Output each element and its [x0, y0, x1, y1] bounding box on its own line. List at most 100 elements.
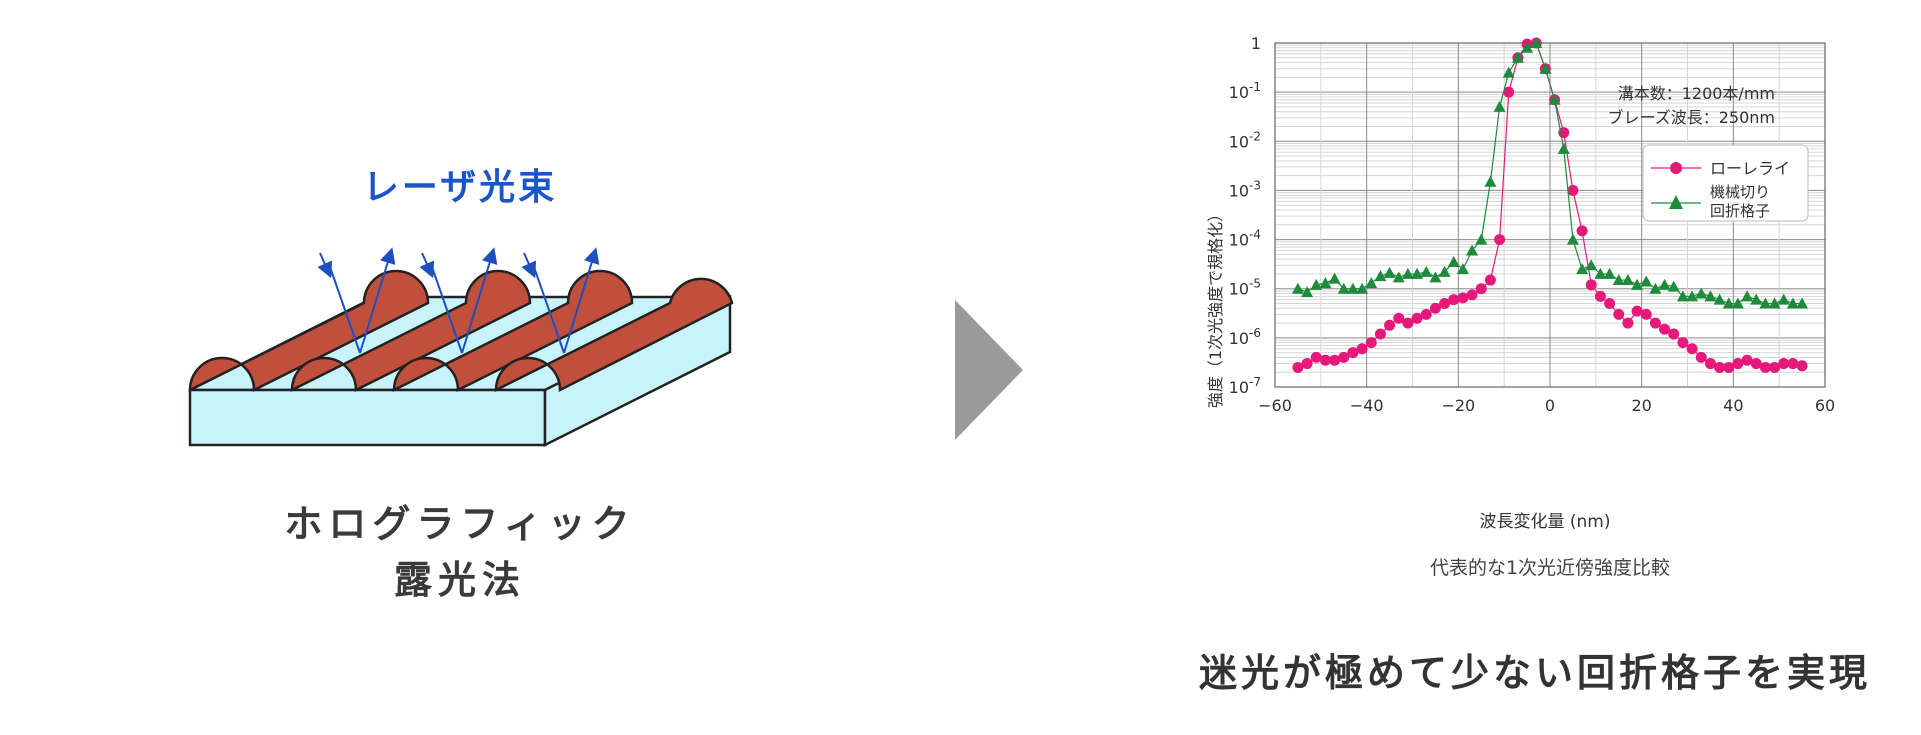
x-tick-label: 40: [1723, 396, 1743, 415]
data-point-rayleigh: [1402, 317, 1414, 329]
data-point-mechanical: [1750, 293, 1763, 305]
data-point-mechanical: [1786, 297, 1799, 309]
y-tick-label: 10-1: [1229, 80, 1261, 102]
data-point-mechanical: [1337, 282, 1350, 294]
tagline: 迷光が極めて少ない回折格子を実現: [1198, 651, 1871, 695]
data-point-mechanical: [1420, 265, 1433, 277]
x-tick-label: 60: [1815, 396, 1835, 415]
data-point-rayleigh: [1585, 279, 1597, 291]
laser-beam-label: レーザ光束: [362, 167, 558, 208]
data-point-rayleigh: [1503, 86, 1515, 98]
data-point-mechanical: [1603, 267, 1616, 279]
data-point-mechanical: [1456, 263, 1469, 275]
method-label-line1: ホログラフィック: [284, 502, 636, 546]
data-point-mechanical: [1768, 297, 1781, 309]
data-point-rayleigh: [1384, 319, 1396, 331]
data-point-rayleigh: [1704, 358, 1716, 370]
data-point-rayleigh: [1429, 302, 1441, 314]
chart-caption: 代表的な1次光近傍強度比較: [1429, 557, 1671, 579]
data-point-rayleigh: [1787, 358, 1799, 370]
data-point-mechanical: [1759, 297, 1772, 309]
data-point-rayleigh: [1448, 294, 1460, 306]
data-point-mechanical: [1429, 271, 1442, 283]
data-point-mechanical: [1356, 282, 1369, 294]
data-point-rayleigh: [1319, 354, 1331, 366]
grating-diagram: [188, 247, 734, 448]
y-tick-label: 1: [1251, 34, 1261, 53]
data-point-mechanical: [1328, 272, 1341, 284]
grating-ridge-3: [392, 269, 634, 393]
data-point-rayleigh: [1356, 343, 1368, 355]
data-point-rayleigh: [1329, 354, 1341, 366]
data-point-mechanical: [1447, 255, 1460, 267]
data-point-mechanical: [1585, 259, 1598, 271]
data-point-rayleigh: [1695, 351, 1707, 363]
data-point-rayleigh: [1576, 225, 1588, 237]
data-point-mechanical: [1796, 297, 1809, 309]
x-tick-label: −20: [1441, 396, 1475, 415]
legend-label-mechanical: 機械切り回折格子: [1710, 183, 1770, 220]
data-point-mechanical: [1392, 271, 1405, 283]
data-point-rayleigh: [1347, 347, 1359, 359]
data-point-rayleigh: [1393, 312, 1405, 324]
data-point-rayleigh: [1484, 274, 1496, 286]
data-point-mechanical: [1731, 297, 1744, 309]
data-point-rayleigh: [1723, 361, 1735, 373]
data-point-mechanical: [1401, 267, 1414, 279]
y-axis-label: 強度（1次光強度で規格化）: [1206, 206, 1225, 408]
data-point-rayleigh: [1659, 323, 1671, 335]
data-point-mechanical: [1493, 100, 1506, 112]
data-point-mechanical: [1686, 290, 1699, 302]
data-point-rayleigh: [1604, 298, 1616, 310]
grating-ridge-2: [290, 269, 532, 393]
data-point-mechanical: [1301, 286, 1314, 298]
legend-label-rayleigh: ローレライ: [1710, 159, 1790, 178]
data-point-mechanical: [1704, 290, 1717, 302]
x-tick-label: −40: [1350, 396, 1384, 415]
data-point-mechanical: [1594, 267, 1607, 279]
x-axis-label: 波長変化量 (nm): [1479, 512, 1610, 532]
data-point-rayleigh: [1292, 361, 1304, 373]
data-point-mechanical: [1291, 282, 1304, 294]
data-point-mechanical: [1557, 142, 1570, 154]
data-point-mechanical: [1511, 51, 1524, 63]
data-point-rayleigh: [1732, 358, 1744, 370]
legend-marker-rayleigh: [1670, 162, 1682, 174]
data-point-mechanical: [1566, 233, 1579, 245]
data-point-mechanical: [1777, 293, 1790, 305]
data-point-mechanical: [1539, 62, 1552, 74]
legend-box: [1642, 144, 1809, 222]
data-point-mechanical: [1548, 93, 1561, 105]
method-label-line2: 露光法: [393, 558, 526, 602]
data-point-mechanical: [1438, 265, 1451, 277]
data-point-mechanical: [1741, 290, 1754, 302]
data-point-rayleigh: [1420, 308, 1432, 320]
chart-legend: ローレライ 機械切り回折格子: [1642, 144, 1809, 222]
data-point-mechanical: [1631, 278, 1644, 290]
data-point-rayleigh: [1310, 351, 1322, 363]
data-point-mechanical: [1576, 263, 1589, 275]
method-label: ホログラフィック 露光法: [240, 496, 680, 608]
plot-frame: [1274, 42, 1826, 388]
data-point-mechanical: [1383, 266, 1396, 278]
data-point-mechanical: [1521, 41, 1534, 53]
data-point-rayleigh: [1466, 289, 1478, 301]
data-point-rayleigh: [1640, 308, 1652, 320]
y-tick-label: 10-4: [1229, 228, 1261, 250]
data-point-mechanical: [1374, 270, 1387, 282]
data-point-mechanical: [1649, 282, 1662, 294]
annotation-groove-count: 溝本数：1200本/mm: [1618, 84, 1775, 103]
data-point-rayleigh: [1741, 354, 1753, 366]
data-point-mechanical: [1365, 277, 1378, 289]
legend-marker-mechanical: [1669, 195, 1683, 209]
data-point-mechanical: [1475, 233, 1488, 245]
chart-series: [1291, 37, 1809, 373]
y-tick-label: 10-6: [1229, 326, 1261, 348]
data-point-mechanical: [1466, 244, 1479, 256]
data-point-mechanical: [1621, 274, 1634, 286]
data-point-rayleigh: [1301, 358, 1313, 370]
data-point-rayleigh: [1796, 360, 1808, 372]
data-point-rayleigh: [1677, 337, 1689, 349]
data-point-rayleigh: [1439, 298, 1451, 310]
chevron-right-arrow-icon: [955, 300, 1023, 440]
